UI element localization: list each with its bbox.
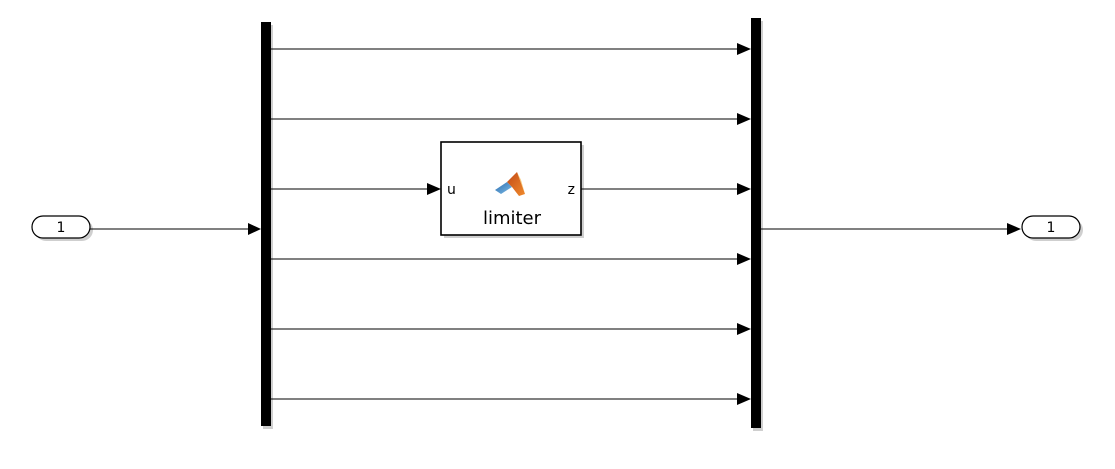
signal-line-3-to-limiter[interactable] <box>271 183 441 195</box>
mux-block[interactable] <box>751 18 763 431</box>
limiter-output-port-label: z <box>568 182 575 198</box>
arrowhead-icon <box>737 323 751 335</box>
arrowhead-icon <box>737 183 751 195</box>
signal-line-output[interactable] <box>761 223 1021 235</box>
arrowhead-icon <box>427 183 441 195</box>
signal-line-6[interactable] <box>271 393 751 405</box>
limiter-input-port-label: u <box>447 182 456 198</box>
arrowhead-icon <box>737 113 751 125</box>
outport-block[interactable]: 1 <box>1021 215 1083 241</box>
limiter-function-block[interactable]: u z limiter <box>440 141 584 238</box>
arrowhead-icon <box>1007 223 1021 235</box>
matlab-logo-icon <box>495 172 525 196</box>
signal-line-5[interactable] <box>271 323 751 335</box>
arrowhead-icon <box>737 43 751 55</box>
inport-block[interactable]: 1 <box>31 215 93 241</box>
signal-line-4[interactable] <box>271 253 751 265</box>
demux-block[interactable] <box>261 22 273 429</box>
outport-number: 1 <box>1047 220 1056 236</box>
signal-line-1[interactable] <box>271 43 751 55</box>
arrowhead-icon <box>248 223 261 235</box>
inport-number: 1 <box>57 220 66 236</box>
signal-line-3-from-limiter[interactable] <box>581 183 751 195</box>
signal-line-2[interactable] <box>271 113 751 125</box>
arrowhead-icon <box>737 393 751 405</box>
arrowhead-icon <box>737 253 751 265</box>
limiter-block-name: limiter <box>483 208 542 229</box>
signal-line-input[interactable] <box>90 223 261 235</box>
